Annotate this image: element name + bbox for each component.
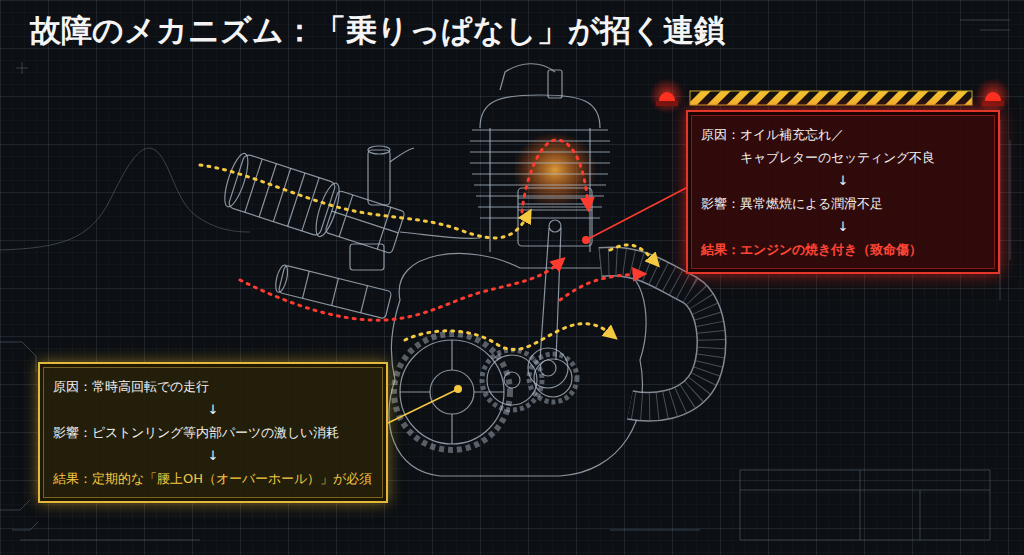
engine-wireframe-part: [390, 148, 414, 162]
engine-wireframe-part-part: [228, 154, 337, 237]
leader-lines-part: [590, 188, 686, 238]
result-text: 結果：定期的な「腰上OH（オーバーホール）」が必須: [53, 467, 373, 490]
engine-wireframe-part: [368, 150, 390, 205]
engine-wireframe-part: [548, 70, 562, 98]
engine-wireframe-part: [220, 151, 344, 239]
engine-wireframe-part: [400, 232, 480, 238]
engine-wireframe-part: [470, 130, 610, 218]
siren-lights-part: [656, 101, 678, 106]
siren-lights-part: [659, 92, 675, 101]
engine-wireframe-part-part: [273, 264, 289, 294]
page-title: 故障のメカニズム：「乗りっぱなし」が招く連鎖: [30, 10, 725, 50]
engine-wireframe-part: [534, 359, 572, 397]
siren-lights-part: [985, 92, 1001, 101]
engine-wireframe-part: [518, 198, 592, 210]
background-decor-part: [740, 470, 990, 540]
engine-wireframe-part: [389, 254, 646, 476]
background-decor-part: [0, 342, 36, 372]
flow-arrow: ↓: [53, 444, 373, 467]
engine-wireframe-part: [273, 264, 391, 319]
engine-wireframe-part: [504, 372, 520, 388]
engine-wireframe-part-part: [220, 151, 253, 209]
effect-text: 影響：異常燃焼による潤滑不足: [701, 192, 985, 215]
flow-arrow: ↓: [701, 215, 985, 238]
engine-wireframe-part-part: [311, 181, 344, 239]
siren-lights-part: [975, 78, 1011, 114]
hazard-bar-part: [690, 91, 972, 105]
cause-callout-box: 原因：オイル補充忘れ／ キャブレターのセッティング不良↓影響：異常燃焼による潤滑…: [686, 110, 1000, 274]
cause-text: 原因：常時高回転での走行: [53, 375, 373, 398]
exhaust-pipe-part: [600, 261, 711, 406]
flow-arrow: ↓: [701, 169, 985, 192]
flow-arrows-part: [200, 165, 528, 238]
engine-wireframe-part: [529, 354, 577, 402]
flow-arrows-part: [560, 274, 640, 300]
flow-arrows-part: [240, 262, 560, 320]
engine-wireframe-part-part: [278, 265, 392, 319]
background-decor: [0, 20, 1010, 540]
effect-text: 影響：ピストンリング等内部パーツの激しい消耗: [53, 421, 373, 444]
engine-wireframe-part-part: [303, 271, 368, 313]
engine-wireframe-part: [490, 128, 590, 252]
flow-arrow: ↓: [53, 398, 373, 421]
wear-callout-box: 原因：常時高回転での走行↓影響：ピストンリング等内部パーツの激しい消耗↓結果：定…: [38, 362, 388, 503]
engine-wireframe-part: [500, 64, 555, 90]
background-decor-part: [20, 530, 700, 540]
siren-lights: [649, 78, 1011, 114]
exhaust-pipe: [600, 261, 711, 406]
engine-wireframe-part-part: [245, 159, 319, 231]
engine-wireframe-part: [482, 350, 542, 410]
engine-wireframe-part: [549, 220, 561, 232]
flow-arrows-part: [405, 324, 612, 350]
leader-lines-part: [582, 236, 590, 244]
flow-arrows-part: [522, 140, 588, 212]
background-decor-part: [0, 500, 38, 530]
exhaust-pipe-part: [600, 261, 711, 406]
engine-wireframe-part: [350, 244, 384, 270]
engine-wireframe-part: [480, 95, 600, 128]
cause-text: 原因：オイル補充忘れ／ キャブレターのセッティング不良: [701, 123, 985, 169]
exhaust-pipe-part: [600, 261, 711, 406]
leader-lines-part: [454, 385, 462, 393]
flow-arrows-part: [610, 245, 655, 262]
flow-arrows: [200, 140, 655, 350]
leader-lines-part: [388, 390, 456, 423]
background-decor-part: [16, 62, 28, 74]
engine-wireframe-part: [368, 146, 390, 154]
leader-lines: [388, 188, 686, 423]
result-text: 結果：エンジンの焼き付き（致命傷）: [701, 238, 985, 261]
hazard-bar: [690, 91, 972, 105]
background-decor-part: [0, 148, 250, 250]
engine-wireframe-part: [518, 188, 592, 246]
siren-lights-part: [982, 101, 1004, 106]
siren-lights-part: [649, 78, 685, 114]
